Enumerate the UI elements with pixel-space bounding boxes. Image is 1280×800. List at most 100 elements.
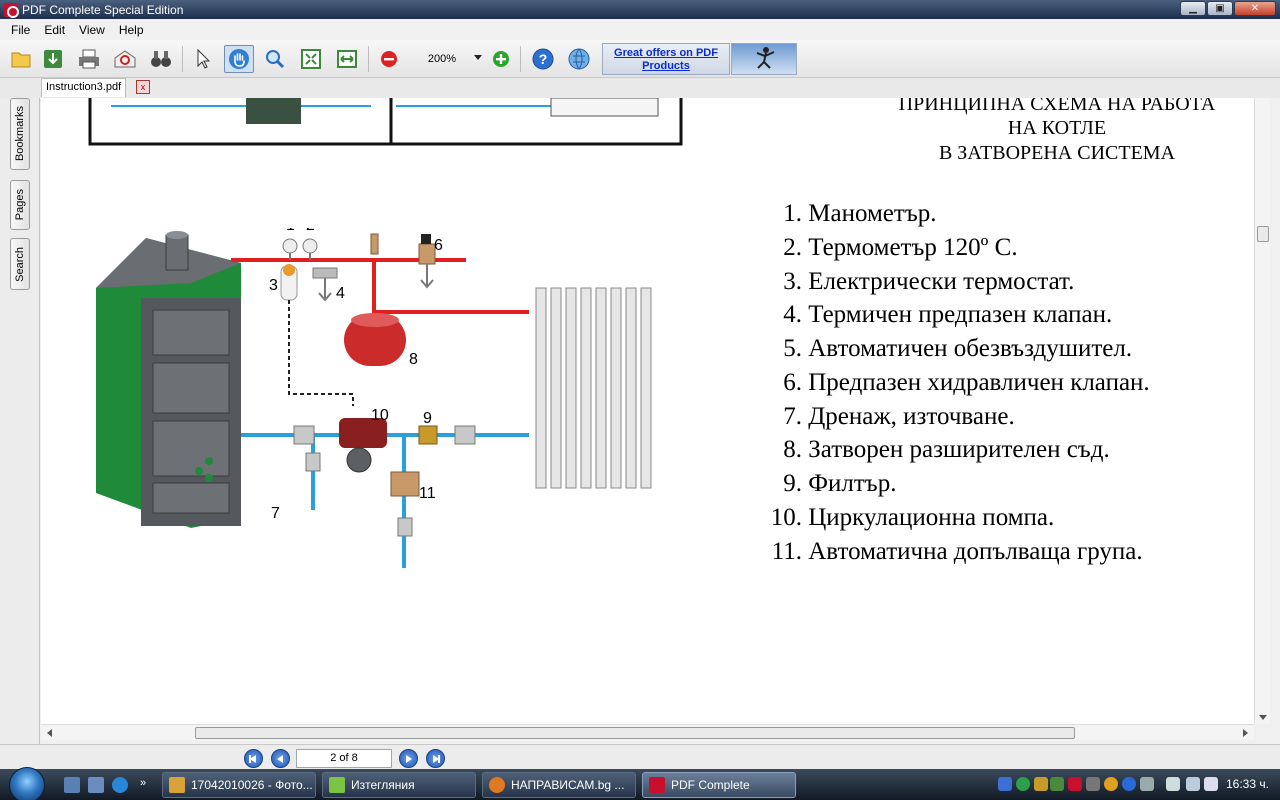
scroll-right-icon[interactable] [1243, 729, 1248, 737]
zoom-dropdown-icon[interactable] [474, 55, 482, 60]
fit-width-button[interactable] [332, 45, 362, 73]
web-update-button[interactable] [564, 45, 594, 73]
legend-number: 6. [783, 369, 802, 396]
page-number-input[interactable]: 2 of 8 [296, 749, 392, 768]
taskbar-item[interactable]: 17042010026 - Фото... [162, 772, 316, 798]
find-button[interactable] [146, 45, 176, 73]
switch-windows-icon[interactable] [88, 777, 104, 793]
promo-banner-image[interactable] [731, 43, 797, 75]
vertical-scrollbar[interactable] [1254, 98, 1270, 724]
show-desktop-icon[interactable] [64, 777, 80, 793]
promo-text-line1: Great offers on PDF [614, 47, 718, 59]
open-folder-button[interactable] [6, 45, 36, 73]
legend-text: Манометър. [808, 200, 937, 227]
tray-c-icon[interactable] [1122, 777, 1136, 791]
legend-item: 9. Филтър. [766, 470, 896, 498]
bluetooth-icon[interactable] [998, 777, 1012, 791]
doc-heading-line2: НА КОТЛЕ [1007, 117, 1107, 139]
legend-number: 7. [783, 403, 802, 430]
side-tab-label: Pages [14, 189, 26, 221]
email-button[interactable] [110, 45, 140, 73]
horizontal-scroll-thumb[interactable] [195, 727, 1075, 739]
tray-orange-icon[interactable] [1104, 777, 1118, 791]
tray-app-icon[interactable] [1050, 777, 1064, 791]
side-tab-bookmarks[interactable]: Bookmarks [10, 98, 30, 170]
legend-text: Предпазен хидравличен клапан. [808, 369, 1150, 396]
close-tab-button[interactable]: x [136, 80, 150, 94]
zoom-tool-button[interactable] [260, 45, 290, 73]
start-button[interactable] [9, 767, 45, 800]
legend-item: 3. Електрически термостат. [766, 268, 1074, 296]
first-page-button[interactable] [244, 749, 263, 768]
side-tab-label: Bookmarks [14, 106, 26, 162]
previous-diagram-fragment [88, 98, 683, 146]
save-button[interactable] [38, 45, 68, 73]
menu-bar: File Edit View Help [0, 19, 1280, 40]
menu-edit[interactable]: Edit [44, 22, 66, 37]
clock[interactable]: 16:33 ч. [1226, 777, 1269, 791]
document-viewport[interactable]: ПРИНЦИПНА СХЕМА НА РАБОТА НА КОТЛЕ В ЗАТ… [41, 98, 1254, 724]
heating-system-diagram: 1 2 3 4 5 6 7 8 9 10 11 [96, 228, 652, 568]
taskbar-item-label: PDF Complete [671, 778, 750, 792]
plus-icon [493, 51, 509, 67]
last-page-button[interactable] [426, 749, 445, 768]
horizontal-scrollbar[interactable] [41, 724, 1254, 740]
legend-text: Термичен предпазен клапан. [808, 301, 1113, 328]
quicklaunch-more-icon[interactable]: » [140, 777, 147, 789]
taskbar-item[interactable]: НАПРАВИСАМ.bg ... [482, 772, 636, 798]
legend-item: 10. Циркулационна помпа. [766, 504, 1055, 532]
internet-explorer-icon[interactable] [112, 777, 128, 793]
legend-item: 4. Термичен предпазен клапан. [766, 301, 1112, 329]
fit-page-button[interactable] [296, 45, 326, 73]
expansion-tank [344, 314, 406, 366]
tray-tool-icon[interactable] [1034, 777, 1048, 791]
legend-item: 8. Затворен разширителен съд. [766, 436, 1109, 464]
promo-link[interactable]: Great offers on PDF Products [602, 43, 730, 75]
network-icon[interactable] [1186, 777, 1200, 791]
diagram-label: 2 [306, 228, 315, 234]
zoom-level[interactable]: 200% [427, 53, 457, 65]
taskbar-item-active[interactable]: PDF Complete [642, 772, 796, 798]
taskbar: » 17042010026 - Фото... Изтегляния НАПРА… [0, 767, 1280, 800]
tray-game-icon[interactable] [1086, 777, 1100, 791]
side-tab-pages[interactable]: Pages [10, 180, 30, 230]
tray-display-icon[interactable] [1166, 777, 1180, 791]
menu-help[interactable]: Help [118, 22, 144, 37]
tray-bp-icon[interactable] [1068, 777, 1082, 791]
select-tool-button[interactable] [188, 45, 218, 73]
taskbar-item-label: НАПРАВИСАМ.bg ... [511, 778, 625, 792]
help-button[interactable]: ? [528, 45, 558, 73]
scroll-left-icon[interactable] [47, 729, 52, 737]
scroll-down-icon[interactable] [1259, 715, 1267, 720]
folder-icon [11, 52, 31, 68]
legend-number: 3. [783, 268, 802, 295]
next-page-button[interactable] [399, 749, 418, 768]
utorrent-icon[interactable] [1016, 777, 1030, 791]
diagram-label: 8 [409, 351, 418, 368]
menu-view[interactable]: View [79, 22, 105, 37]
zoom-out-button[interactable] [374, 45, 404, 73]
minimize-button[interactable]: ▁ [1180, 1, 1206, 16]
pdf-complete-icon [649, 777, 665, 793]
taskbar-item-label: Изтегляния [351, 778, 415, 792]
hand-tool-button[interactable] [224, 45, 254, 73]
document-tab[interactable]: Instruction3.pdf [41, 78, 127, 97]
tray-tools-icon[interactable] [1140, 777, 1154, 791]
hand-icon [229, 49, 249, 69]
taskbar-item[interactable]: Изтегляния [322, 772, 476, 798]
diagram-label: 9 [423, 410, 432, 427]
fit-page-icon [301, 49, 321, 69]
zoom-in-button[interactable] [486, 45, 516, 73]
side-tab-search[interactable]: Search [10, 238, 30, 290]
legend-item: 1. Манометър. [766, 200, 937, 228]
photo-viewer-icon [169, 777, 185, 793]
maximize-button[interactable]: ▣ [1207, 1, 1233, 16]
previous-page-button[interactable] [271, 749, 290, 768]
printer-icon [79, 49, 99, 69]
print-button[interactable] [74, 45, 104, 73]
menu-file[interactable]: File [11, 22, 31, 37]
vertical-scroll-thumb[interactable] [1257, 226, 1269, 242]
close-button[interactable]: ✕ [1234, 1, 1276, 16]
firefox-icon [489, 777, 505, 793]
volume-icon[interactable] [1204, 777, 1218, 791]
